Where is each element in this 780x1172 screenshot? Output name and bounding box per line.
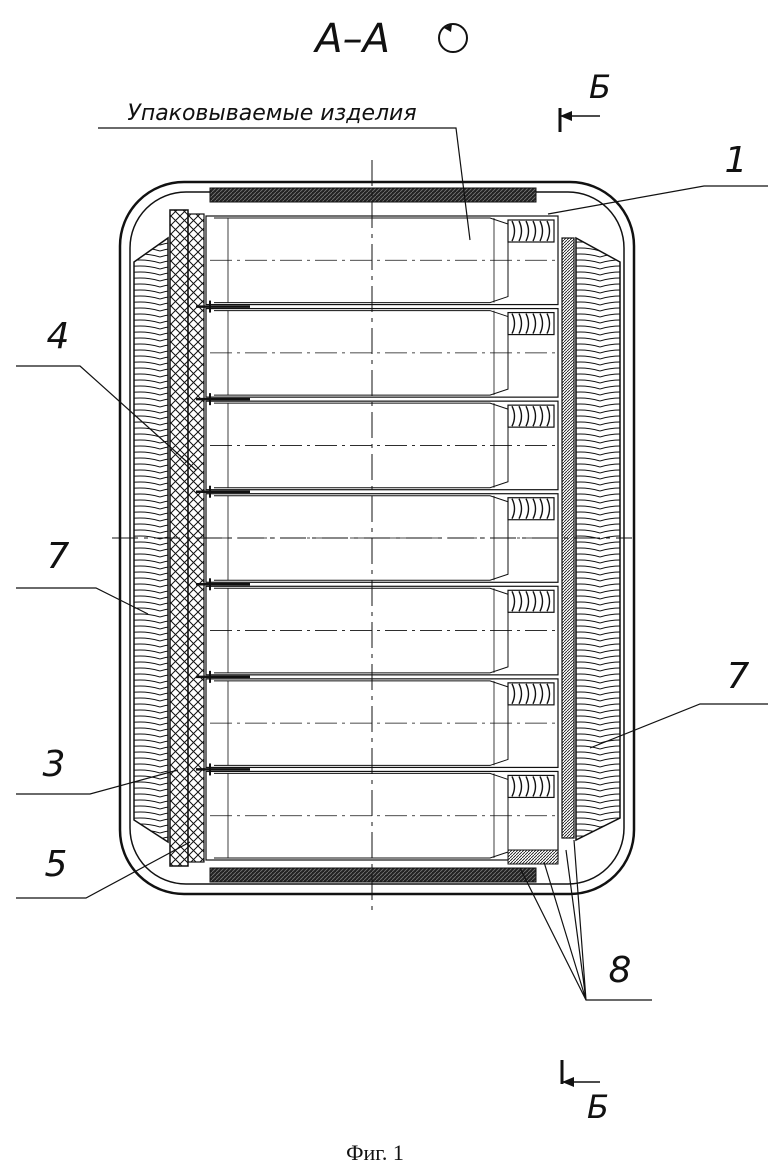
section-mark-top-label: Б (589, 68, 611, 106)
callout-7-right: 7 (727, 656, 750, 697)
callout-5: 5 (45, 844, 68, 885)
top-pad (210, 188, 536, 202)
section-title: А–А (312, 16, 390, 62)
callout-3: 3 (43, 744, 66, 785)
callout-7-left-leader (16, 588, 148, 614)
section-mark-top: Б (560, 68, 611, 132)
right-cushion (576, 238, 620, 840)
section-mark-bottom-label: Б (587, 1088, 609, 1126)
callout-7-left: 7 (47, 536, 70, 577)
callout-5-leader (16, 842, 190, 898)
callout-4-leader (16, 366, 196, 470)
figure-caption: Фиг. 1 (346, 1140, 404, 1165)
bottom-cap-shell (508, 850, 558, 864)
section-mark-bottom: Б (562, 1060, 609, 1126)
bottom-pad (210, 868, 536, 882)
callout-8: 8 (609, 950, 632, 991)
products-leader (98, 128, 470, 240)
rotation-icon (439, 24, 467, 52)
left-cushion (134, 238, 168, 842)
callout-4: 4 (47, 316, 70, 357)
product-rows (196, 216, 558, 864)
products-label: Упаковываемые изделия (127, 101, 416, 126)
callout-1: 1 (725, 140, 748, 181)
callout-1-leader (548, 186, 768, 214)
